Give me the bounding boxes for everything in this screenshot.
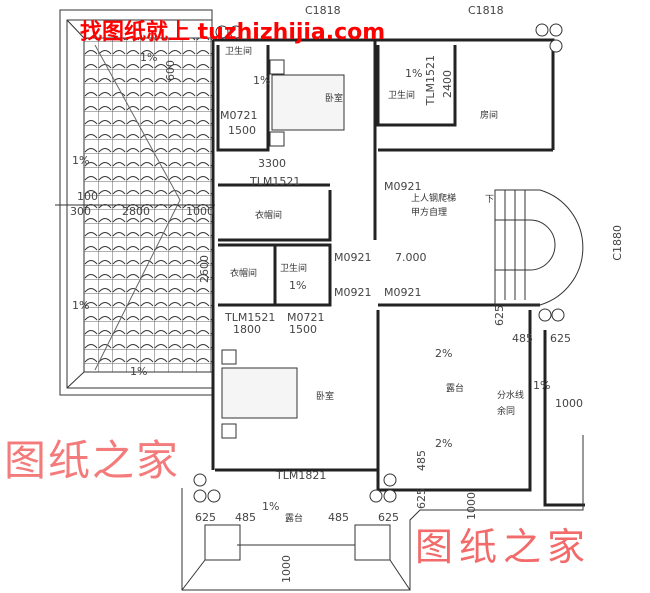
door-label: TLM1521 — [424, 55, 437, 106]
annotation: 上人钢爬梯 — [411, 194, 457, 204]
dimension: 485 — [328, 511, 349, 524]
dimension: 625 — [195, 511, 216, 524]
room-label: 露台 — [285, 514, 304, 524]
door-label: TLM1521 — [225, 311, 276, 324]
dimension: 1800 — [233, 323, 261, 336]
room-label: 衣帽间 — [255, 211, 283, 221]
slope-label: 2% — [435, 347, 453, 360]
dimension: 485 — [512, 332, 533, 345]
window-label: C1880 — [611, 225, 624, 261]
slope-label: 1% — [253, 74, 271, 87]
terraces — [181, 435, 584, 591]
window-label: C1818 — [305, 4, 341, 17]
door-label: M0721 — [287, 311, 325, 324]
room-label: 房间 — [480, 111, 499, 121]
annotation: 下 — [485, 195, 495, 205]
dimension: 100 — [77, 190, 98, 203]
room-label: 露台 — [446, 384, 465, 394]
dimension: 2800 — [122, 205, 150, 218]
door-label: TLM1521 — [250, 175, 301, 188]
elevation-mark: 7.000 — [395, 251, 427, 264]
slope-label: 1% — [533, 379, 551, 392]
dimension: 300 — [70, 205, 91, 218]
dimension: 1000 — [555, 397, 583, 410]
dimension: 625 — [493, 305, 506, 326]
roof-tiles — [55, 9, 215, 396]
dimension: 2600 — [198, 255, 211, 283]
annotation: 余同 — [497, 407, 516, 417]
dimension: 485 — [235, 511, 256, 524]
dimension: 1500 — [228, 124, 256, 137]
dimension: 1000 — [280, 555, 293, 583]
annotation: 甲方自理 — [411, 208, 448, 218]
walls — [211, 38, 585, 507]
watermark-bottom: 图纸之家 — [415, 525, 592, 569]
dimension: 625 — [378, 511, 399, 524]
slope-label: 1% — [140, 51, 158, 64]
door-label: M0921 — [334, 286, 372, 299]
dimension: 1000 — [186, 205, 214, 218]
door-label: TLM1821 — [276, 469, 327, 482]
door-label: M0921 — [334, 251, 372, 264]
watermark-center: 图纸之家 — [4, 436, 181, 485]
watermark-top: 找图纸就上 tuzhizhijia.com — [80, 20, 386, 45]
room-label: 衣帽间 — [230, 269, 258, 279]
room-label: 卧室 — [316, 392, 335, 402]
dimension: 600 — [164, 60, 177, 81]
dimension: 2400 — [441, 70, 454, 98]
dimension: 3300 — [258, 157, 286, 170]
room-label: 卫生间 — [388, 91, 416, 101]
slope-label: 1% — [405, 67, 423, 80]
slope-label: 1% — [72, 154, 90, 167]
slope-label: 1% — [262, 500, 280, 513]
slope-label: 1% — [72, 299, 90, 312]
dimension: 1000 — [465, 492, 478, 520]
dimension: 625 — [415, 488, 428, 509]
door-label: M0921 — [384, 286, 422, 299]
door-label: M0921 — [384, 180, 422, 193]
annotation: 分水线 — [497, 391, 525, 401]
slope-label: 2% — [435, 437, 453, 450]
beds — [221, 59, 345, 439]
window-label: C1818 — [468, 4, 504, 17]
dimension: 485 — [415, 450, 428, 471]
room-label: 卫生间 — [280, 264, 308, 274]
stair — [494, 189, 584, 306]
columns — [193, 23, 565, 503]
dimension: 1500 — [289, 323, 317, 336]
room-label: 卧室 — [325, 94, 344, 104]
slope-label: 1% — [289, 279, 307, 292]
slope-label: 1% — [130, 365, 148, 378]
room-label: 卫生间 — [225, 47, 253, 57]
dimension: 625 — [550, 332, 571, 345]
door-label: M0721 — [220, 109, 258, 122]
